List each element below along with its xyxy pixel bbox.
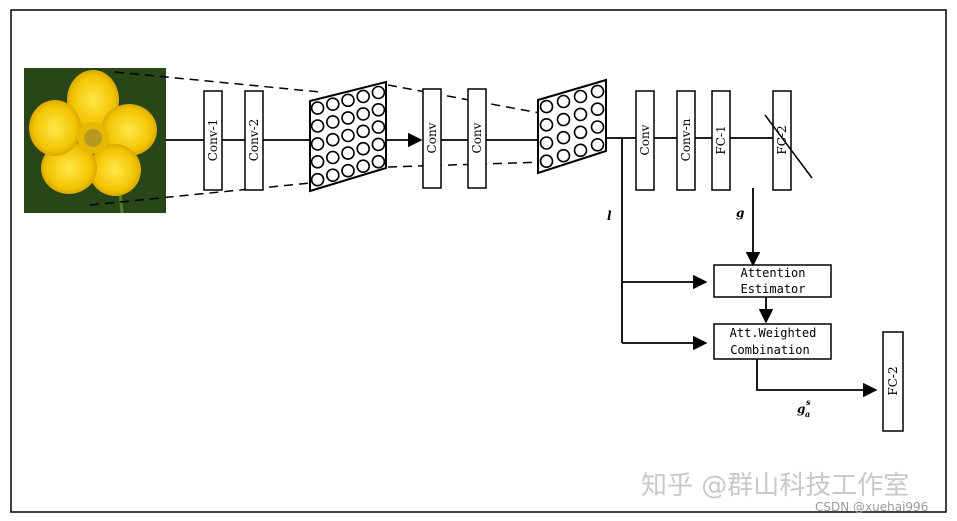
feature-cell [573,89,588,104]
layer-conv-3: Conv [422,88,442,189]
main-flow [166,137,773,141]
feature-cell [356,124,371,139]
var-l: l [607,209,612,223]
weighted-combination-line2: Combination [730,343,809,357]
feature-cell [556,112,571,127]
var-ga-sup: s [806,397,811,407]
feature-cell [556,94,571,109]
feature-cell [325,150,340,165]
layer-conv-n: Conv-n [676,90,696,191]
layer-label: FC-1 [714,125,728,154]
feature-cell [573,125,588,140]
layer-conv-2: Conv-2 [244,90,264,191]
attention-estimator-box: Attention Estimator [713,264,832,298]
feature-cell [325,132,340,147]
feature-cell [341,146,355,160]
output-layer-label: FC-2 [886,366,900,395]
layer-label: Conv-n [679,118,693,161]
feature-cell [590,120,605,134]
layer-label: Conv [638,124,652,155]
feature-cell [539,118,554,132]
feature-cell [341,128,355,143]
feature-cell [371,85,386,100]
feature-cell [341,93,355,108]
feature-cell [356,89,371,104]
var-g-a-s: g a s [797,397,811,419]
attention-estimator-line2: Estimator [740,282,805,296]
feature-cell [341,111,355,125]
feature-cell [356,107,371,121]
feature-cell [310,119,325,133]
var-ga-sub: a [805,409,810,419]
zhihu-watermark: 知乎 @群山科技工作室 [641,471,909,501]
projection-lines [89,71,546,206]
feature-cell [371,137,386,152]
var-ga-base: g [797,402,805,416]
var-g: g [736,206,744,220]
feature-cell [590,102,605,116]
strike-through-line [764,114,813,179]
diagram-frame [10,9,947,513]
weighted-combination-box: Att.Weighted Combination [713,323,832,360]
feature-cell [371,103,386,117]
feature-cell [310,172,325,187]
feature-cell [310,137,325,151]
feature-cell [310,155,325,169]
feature-cell [590,84,605,99]
feature-cell [371,154,386,169]
feature-cell [590,138,605,152]
layer-label: Conv-2 [247,119,261,162]
output-fc-2: FC-2 [882,331,904,432]
layer-conv-4: Conv [467,88,487,189]
feature-cell [573,107,588,122]
feature-cell [325,115,340,129]
layer-conv-1: Conv-1 [203,90,223,191]
csdn-watermark: CSDN @xuehai996 [815,500,928,514]
feature-cell [325,168,340,182]
feature-cell [556,148,571,163]
layer-fc-2-removed: FC-2 [764,90,813,191]
input-flower-image [24,68,166,214]
feature-cell [573,143,588,158]
attention-estimator-line1: Attention [740,266,805,280]
feature-cell [539,154,554,168]
feature-map-2 [537,78,607,175]
feature-cell [539,136,554,150]
attention-branch-lines [621,138,878,398]
layer-label: FC-2 [775,125,789,154]
layer-label: Conv [425,122,439,153]
feature-cell [371,120,386,134]
layer-label: Conv [470,122,484,153]
feature-cell [356,141,371,156]
feature-cell [341,163,355,178]
feature-cell [556,130,571,145]
feature-map-1 [309,80,387,193]
feature-cell [356,159,371,173]
feature-cell [310,101,325,115]
layer-conv-5: Conv [635,90,655,191]
feature-cell [539,99,554,114]
layer-fc-1: FC-1 [711,90,731,191]
layer-label: Conv-1 [206,119,220,162]
feature-cell [325,97,340,111]
weighted-combination-line1: Att.Weighted [730,326,817,340]
